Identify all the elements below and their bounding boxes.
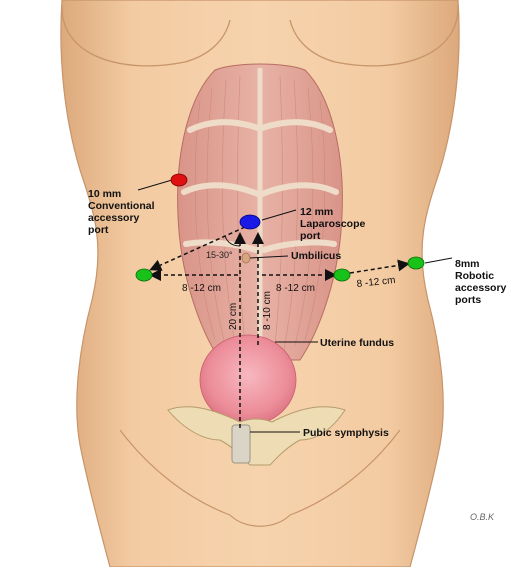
- conventional-port-dot: [170, 173, 188, 187]
- robotic-port-label: 8mm Robotic accessory ports: [455, 258, 509, 306]
- left-distance-measurement: 8 -12 cm: [182, 283, 221, 294]
- middle-distance-measurement: 8 -12 cm: [276, 283, 315, 294]
- tendinous-intersections: [181, 119, 339, 253]
- right-breast-contour: [289, 4, 459, 67]
- pubic-symphysis-bone: [231, 424, 251, 464]
- conventional-line-2: Conventional: [88, 200, 155, 212]
- umbilicus-label: Umbilicus: [291, 250, 341, 262]
- laparoscope-line-1: 12 mm: [300, 206, 333, 218]
- uterine-fundus-label: Uterine fundus: [320, 337, 394, 349]
- leader-lines: [137, 179, 453, 433]
- conventional-line-1: 10 mm: [88, 188, 121, 200]
- robotic-line-2: Robotic: [455, 270, 494, 282]
- robotic-port-dot-left: [135, 268, 153, 282]
- umbilicus-mark: [241, 252, 251, 264]
- measurement-lines: [149, 226, 410, 428]
- vertical-upper-measurement: 8 -10 cm: [262, 291, 273, 330]
- conventional-line-4: port: [88, 224, 109, 236]
- robotic-line-3: accessory: [455, 282, 507, 294]
- laparoscope-line-2: Laparoscope: [300, 218, 366, 230]
- angle-measurement: 15-30°: [206, 250, 233, 260]
- pubic-symphysis-label: Pubic symphysis: [303, 427, 389, 439]
- artist-signature: O.B.K: [470, 512, 495, 522]
- conventional-line-3: accessory: [88, 212, 140, 224]
- inguinal-line-right: [289, 429, 401, 516]
- right-distance-measurement: 8 -12 cm: [356, 275, 396, 290]
- robotic-line-4: ports: [455, 294, 481, 306]
- angle-arc: [224, 235, 241, 247]
- robotic-port-dot-middle: [333, 268, 351, 282]
- pelvic-bone: [167, 406, 346, 466]
- robotic-port-dot-right: [407, 256, 425, 270]
- vertical-total-measurement: 20 cm: [228, 303, 239, 330]
- groin-curve: [229, 514, 291, 527]
- robotic-line-1: 8mm: [455, 258, 480, 270]
- laparoscope-port-label: 12 mm Laparoscope port: [300, 206, 368, 242]
- left-breast-contour: [61, 4, 231, 67]
- laparoscope-line-3: port: [300, 230, 321, 242]
- inguinal-line-left: [119, 429, 231, 516]
- laparoscope-port-dot: [239, 214, 261, 230]
- conventional-port-label: 10 mm Conventional accessory port: [88, 188, 157, 236]
